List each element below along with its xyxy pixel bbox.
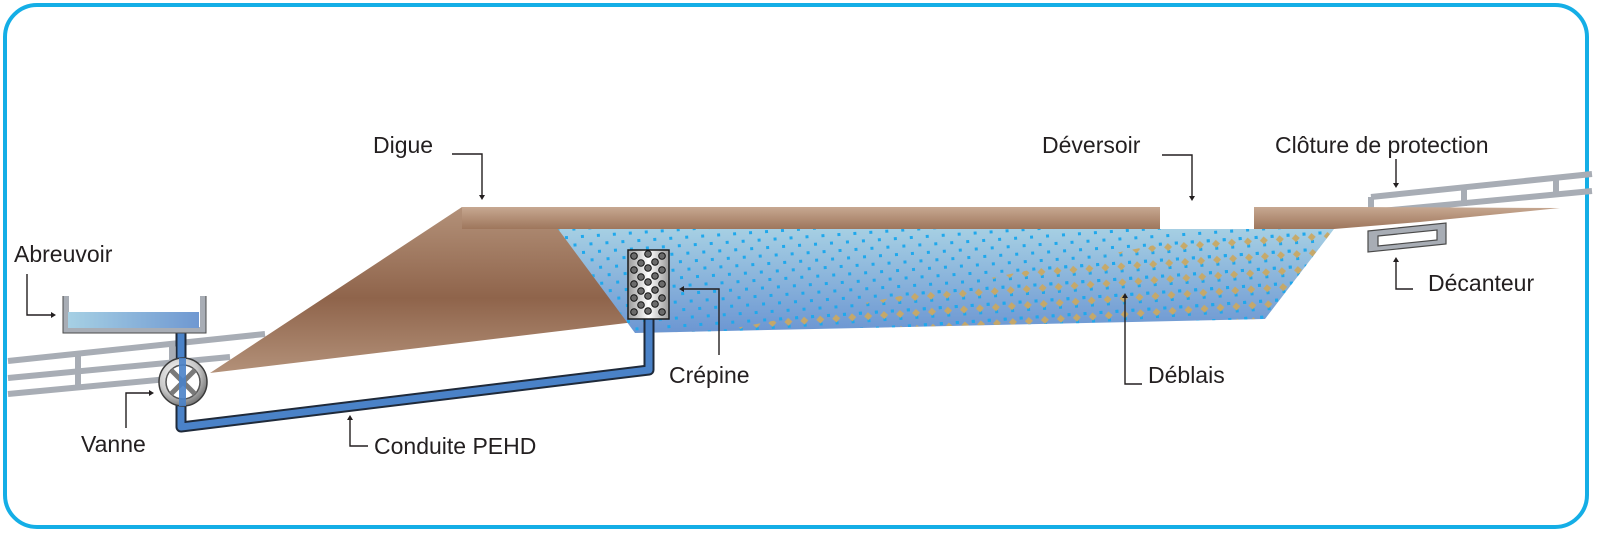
leader-vanne	[125, 392, 150, 428]
arrowhead-crepine	[679, 286, 684, 292]
strainer-icon	[627, 249, 670, 320]
label-abreuvoir: Abreuvoir	[14, 241, 113, 267]
protection-fence-icon	[1368, 171, 1593, 215]
label-digue: Digue	[373, 132, 433, 158]
valve-icon	[158, 357, 208, 407]
label-deblais: Déblais	[1148, 362, 1225, 388]
arrowhead-abreuvoir	[51, 312, 56, 318]
leader-lines	[26, 153, 1413, 447]
diagram-frame	[3, 3, 1589, 529]
leader-decanteur	[1395, 261, 1413, 290]
spillway-gap	[1160, 200, 1254, 229]
pond-water	[558, 229, 1334, 333]
arrowhead-conduite	[347, 415, 353, 420]
arrowhead-cloture	[1393, 183, 1399, 188]
dike-shape	[210, 207, 1160, 373]
sediment-pattern	[635, 229, 1334, 333]
dike-crest-left	[462, 207, 1160, 229]
leader-abreuvoir	[26, 274, 52, 316]
leader-deversoir	[1162, 154, 1193, 197]
arrowhead-vanne	[149, 390, 154, 396]
leader-crepine	[683, 288, 720, 355]
leader-conduite	[349, 419, 368, 447]
label-conduite: Conduite PEHD	[374, 433, 536, 459]
settler-icon	[1367, 222, 1447, 253]
leader-digue	[452, 153, 483, 196]
leader-deblais	[1124, 297, 1142, 385]
arrowhead-deversoir	[1189, 196, 1195, 201]
label-cloture: Clôture de protection	[1275, 132, 1489, 158]
label-crepine: Crépine	[669, 362, 750, 388]
arrowhead-deblais	[1122, 293, 1128, 298]
right-bank-shape	[1254, 207, 1560, 229]
arrowhead-digue	[479, 195, 485, 200]
arrowhead-decanteur	[1393, 257, 1399, 262]
label-deversoir: Déversoir	[1042, 132, 1141, 158]
label-decanteur: Décanteur	[1428, 270, 1534, 296]
label-vanne: Vanne	[81, 431, 146, 457]
trough-icon	[62, 296, 207, 334]
